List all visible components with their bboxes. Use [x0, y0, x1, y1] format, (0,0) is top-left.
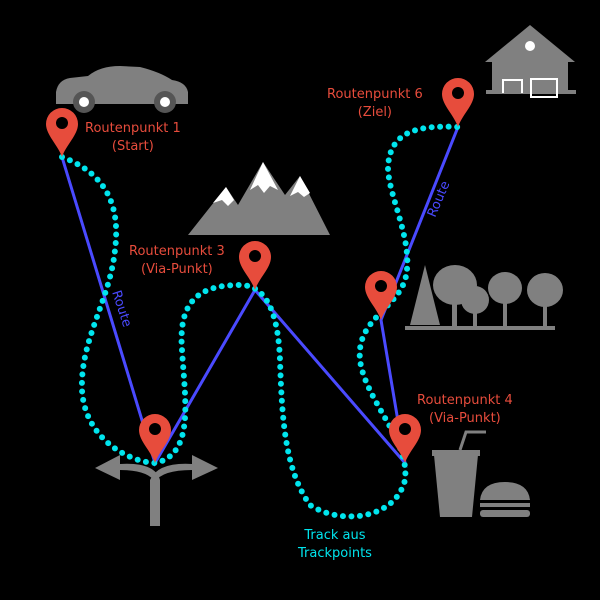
forest-icon — [405, 265, 563, 330]
pin-hole — [149, 423, 161, 435]
waypoint-pin-2[interactable] — [139, 414, 171, 463]
junction-arrows-icon — [95, 455, 218, 526]
waypoint-type: (Start) — [111, 139, 154, 154]
waypoint-name: Routenpunkt 1 — [85, 121, 181, 136]
pin-hole — [375, 280, 387, 292]
map-pin-icon — [239, 241, 271, 290]
burger-icon — [480, 482, 530, 517]
mountains-icon — [188, 162, 330, 235]
waypoint-pin-6[interactable] — [442, 78, 474, 127]
track-path — [59, 123, 461, 520]
waypoint-pin-4[interactable] — [389, 414, 421, 463]
pin-hole — [399, 423, 411, 435]
waypoint-pin-5[interactable] — [365, 271, 397, 320]
pin-hole — [56, 117, 68, 129]
pin-hole — [249, 250, 261, 262]
waypoint-type: (Ziel) — [357, 105, 393, 120]
waypoint-type: (Via-Punkt) — [429, 411, 501, 426]
map-pin-icon — [46, 108, 78, 157]
pin-hole — [452, 87, 464, 99]
house-icon — [485, 25, 576, 98]
waypoint-name: Routenpunkt 6 — [327, 87, 423, 102]
waypoint-type: (Via-Punkt) — [141, 262, 213, 277]
map-pin-icon — [442, 78, 474, 127]
waypoint-pin-1[interactable] — [46, 108, 78, 157]
track-label-line1: Track aus — [304, 528, 366, 543]
drink-cup-icon — [432, 430, 486, 517]
car-icon — [56, 66, 188, 113]
waypoint-1-label: Routenpunkt 1 (Start) — [85, 120, 181, 156]
waypoint-pin-3[interactable] — [239, 241, 271, 290]
waypoint-6-label: Routenpunkt 6 (Ziel) — [327, 86, 423, 122]
waypoint-name: Routenpunkt 3 — [129, 244, 225, 259]
map-pin-icon — [139, 414, 171, 463]
map-pin-icon — [389, 414, 421, 463]
track-label: Track aus Trackpoints — [298, 527, 372, 563]
map-pin-icon — [365, 271, 397, 320]
waypoint-name: Routenpunkt 4 — [417, 393, 513, 408]
waypoint-3-label: Routenpunkt 3 (Via-Punkt) — [129, 243, 225, 279]
waypoint-4-label: Routenpunkt 4 (Via-Punkt) — [417, 392, 513, 428]
track-label-line2: Trackpoints — [298, 546, 372, 561]
